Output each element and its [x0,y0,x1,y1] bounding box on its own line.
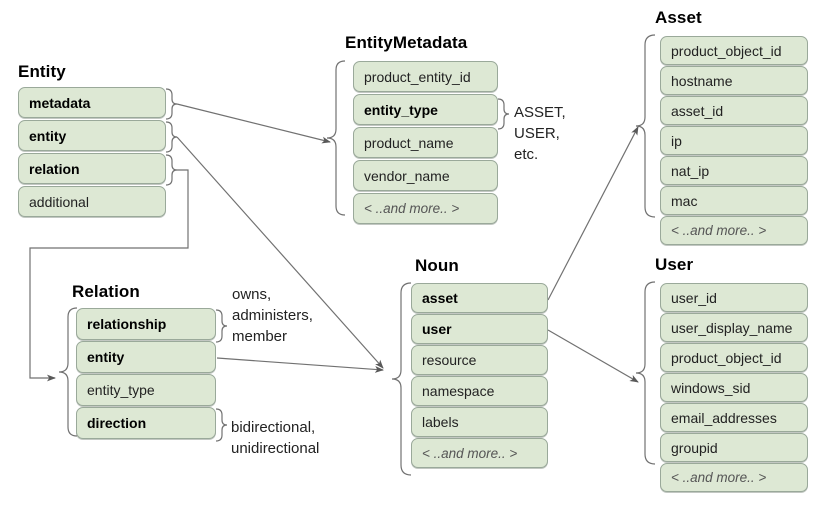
field-user-user-id[interactable]: user_id [660,283,808,312]
field-label: metadata [29,94,91,111]
field-label: entity_type [364,101,438,118]
field-label: groupid [671,439,718,456]
note-entity-type-values: ASSET, USER, etc. [514,104,566,163]
field-label: direction [87,415,147,431]
field-entity-additional[interactable]: additional [18,186,166,217]
field-entitymetadata-product-name[interactable]: product_name [353,127,498,158]
field-noun-labels[interactable]: labels [411,407,548,437]
field-label: windows_sid [671,379,751,396]
note-relationship-values: owns, administers, member [232,286,313,345]
field-relation-relationship[interactable]: relationship [76,308,216,340]
group-title-asset: Asset [655,8,702,27]
field-label: product_object_id [671,42,782,59]
field-user-product-object-id[interactable]: product_object_id [660,343,808,372]
field-label: mac [671,192,698,209]
field-label: product_object_id [671,349,782,366]
field-entitymetadata-entity-type[interactable]: entity_type [353,94,498,125]
field-label: asset_id [671,102,724,119]
field-user-groupid[interactable]: groupid [660,433,808,462]
group-title-entity: Entity [18,62,66,81]
field-user-user-display-name[interactable]: user_display_name [660,313,808,342]
field-entity-metadata[interactable]: metadata [18,87,166,118]
field-label: labels [422,414,459,430]
field-label: user_display_name [671,319,793,336]
field-asset-ip[interactable]: ip [660,126,808,155]
field-label: nat_ip [671,162,710,179]
field-asset-product-object-id[interactable]: product_object_id [660,36,808,65]
field-entitymetadata-product-entity-id[interactable]: product_entity_id [353,61,498,92]
field-noun-asset[interactable]: asset [411,283,548,313]
field-entity-entity[interactable]: entity [18,120,166,151]
field-label: < ..and more.. > [671,223,767,238]
field-label: hostname [671,72,733,89]
field-label: relation [29,160,80,177]
group-title-noun: Noun [415,256,459,275]
field-entity-relation[interactable]: relation [18,153,166,184]
field-label: < ..and more.. > [422,445,518,461]
group-title-relation: Relation [72,282,140,301]
field-label: ip [671,132,682,149]
field-label: entity [29,127,67,144]
field-label: user_id [671,289,717,306]
field-asset-asset-id[interactable]: asset_id [660,96,808,125]
field-relation-direction[interactable]: direction [76,407,216,439]
field-relation-entity[interactable]: entity [76,341,216,373]
field-label: user [422,321,452,337]
field-user-windows-sid[interactable]: windows_sid [660,373,808,402]
field-label: resource [422,352,477,368]
field-asset-and-more[interactable]: < ..and more.. > [660,216,808,245]
field-noun-and-more[interactable]: < ..and more.. > [411,438,548,468]
note-direction-values: bidirectional, unidirectional [231,419,320,457]
field-label: < ..and more.. > [671,470,767,485]
field-label: asset [422,290,458,306]
field-user-and-more[interactable]: < ..and more.. > [660,463,808,492]
field-entitymetadata-and-more[interactable]: < ..and more.. > [353,193,498,224]
field-noun-user[interactable]: user [411,314,548,344]
field-label: < ..and more.. > [364,201,460,216]
field-label: entity [87,349,125,365]
group-title-entitymetadata: EntityMetadata [345,33,468,52]
field-user-email-addresses[interactable]: email_addresses [660,403,808,432]
field-asset-nat-ip[interactable]: nat_ip [660,156,808,185]
field-label: entity_type [87,382,155,398]
field-label: additional [29,193,89,210]
field-label: relationship [87,316,167,332]
field-asset-hostname[interactable]: hostname [660,66,808,95]
field-label: vendor_name [364,167,450,184]
field-label: namespace [422,383,495,399]
field-noun-resource[interactable]: resource [411,345,548,375]
field-noun-namespace[interactable]: namespace [411,376,548,406]
field-entitymetadata-vendor-name[interactable]: vendor_name [353,160,498,191]
field-label: email_addresses [671,409,777,426]
field-label: product_name [364,134,454,151]
field-asset-mac[interactable]: mac [660,186,808,215]
group-title-user: User [655,255,694,274]
field-relation-entity-type[interactable]: entity_type [76,374,216,406]
field-label: product_entity_id [364,68,471,85]
